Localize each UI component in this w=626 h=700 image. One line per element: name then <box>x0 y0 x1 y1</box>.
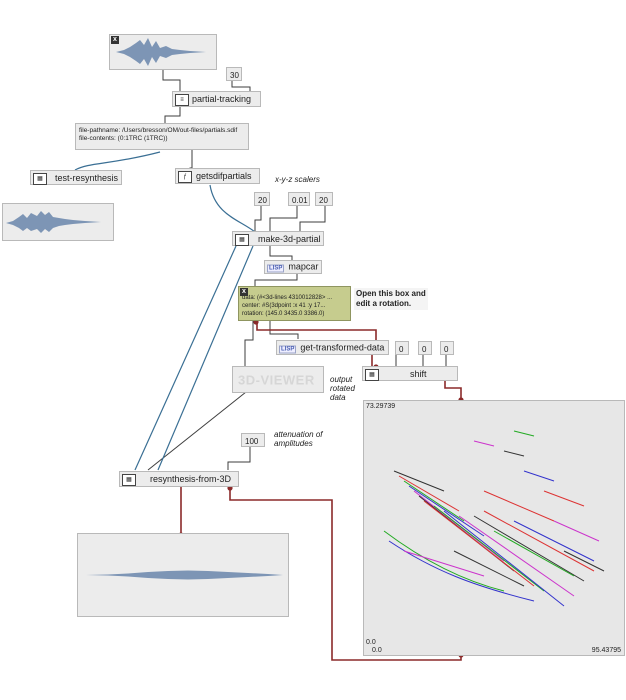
scale-x-box[interactable]: 20 <box>254 192 270 206</box>
connection-data-to-transform <box>269 321 299 339</box>
close-icon[interactable]: x <box>111 36 119 44</box>
test-sound-box[interactable] <box>2 203 114 241</box>
connection-make3d-to-resynth-2 <box>157 245 254 471</box>
window-number-box[interactable]: 30 <box>226 67 242 81</box>
connection-wave-to-tracking <box>162 70 181 91</box>
scale-z-box[interactable]: 20 <box>315 192 333 206</box>
connection-make3d-to-resynth <box>134 245 237 471</box>
partials-plot <box>383 430 605 607</box>
connection-scalex <box>254 206 262 231</box>
connection-atten <box>227 447 251 470</box>
attenuation-box[interactable]: 100 <box>241 433 265 447</box>
output-sound-box[interactable] <box>77 533 289 617</box>
lisp-tag: LISP <box>267 264 285 273</box>
waveform-top <box>116 38 206 66</box>
close-icon[interactable]: x <box>240 288 248 296</box>
connection-getsdif-to-make3d <box>209 184 256 233</box>
scalers-comment: x-y-z scalers <box>275 175 320 184</box>
shift-x-box[interactable]: 0 <box>395 341 409 355</box>
connection-data-to-viewer <box>244 321 254 366</box>
connection-mapcar-to-data <box>254 274 298 290</box>
getsdifpartials-box[interactable]: ƒ getsdifpartials <box>175 168 260 184</box>
scale-y-box[interactable]: 0.01 <box>288 192 310 206</box>
function-icon: ƒ <box>178 171 192 183</box>
shift-z-box[interactable]: 0 <box>440 341 454 355</box>
rotation-hint-comment: Open this box and edit a rotation. <box>354 288 428 310</box>
connection-file-to-test <box>74 151 161 171</box>
sdif-file-box[interactable]: file-pathname: /Users/bresson/OM/out-fil… <box>75 123 249 150</box>
3d-viewer-box[interactable]: 3D-VIEWER <box>232 366 324 393</box>
lisp-tag: LISP <box>279 345 297 353</box>
make-3d-partial-box[interactable]: ▦ make-3d-partial <box>232 231 324 246</box>
input-sound-box[interactable]: x <box>109 34 217 70</box>
grid-icon: ▦ <box>365 369 379 381</box>
partial-tracking-box[interactable]: ≡ partial-tracking <box>172 91 261 107</box>
plot-y-max: 73.29739 <box>366 403 396 410</box>
connection-tracking-to-file <box>164 107 181 123</box>
function-icon: ≡ <box>175 94 189 106</box>
grid-icon: ▦ <box>122 474 136 486</box>
waveform-output <box>86 570 283 580</box>
grid-icon: ▦ <box>33 173 47 185</box>
grid-icon: ▦ <box>235 234 249 246</box>
3d-plot-box[interactable]: 73.29739 0.0 0.0 95.43795 <box>363 400 625 656</box>
plot-x-min: 0.0 <box>372 647 382 654</box>
test-resynthesis-box[interactable]: ▦ test-resynthesis <box>30 170 122 185</box>
shift-y-box[interactable]: 0 <box>418 341 432 355</box>
waveform-test <box>6 211 101 233</box>
resynthesis-from-3d-box[interactable]: ▦ resynthesis-from-3D <box>119 471 239 487</box>
output-comment: output rotated data <box>330 375 355 402</box>
connection-file-to-getsdif <box>189 150 193 170</box>
connection-plot-to-resynth <box>229 487 462 661</box>
connection-viewer-to-resynth <box>147 391 247 471</box>
connection-window-to-tracking <box>231 81 251 91</box>
shift-box[interactable]: ▦ shift <box>362 366 458 381</box>
connection-make3d-to-mapcar <box>269 246 293 260</box>
plot-y-min: 0.0 <box>366 639 376 646</box>
attenuation-comment: attenuation of amplitudes <box>274 430 323 448</box>
connection-scaley <box>269 206 298 231</box>
connection-shift-to-plot <box>444 381 462 400</box>
connection-scalez <box>299 206 326 231</box>
plot-x-max: 95.43795 <box>591 647 621 654</box>
rotation-data-box[interactable]: x data: (#<3d-lines 4310012828> ... cent… <box>238 286 351 321</box>
